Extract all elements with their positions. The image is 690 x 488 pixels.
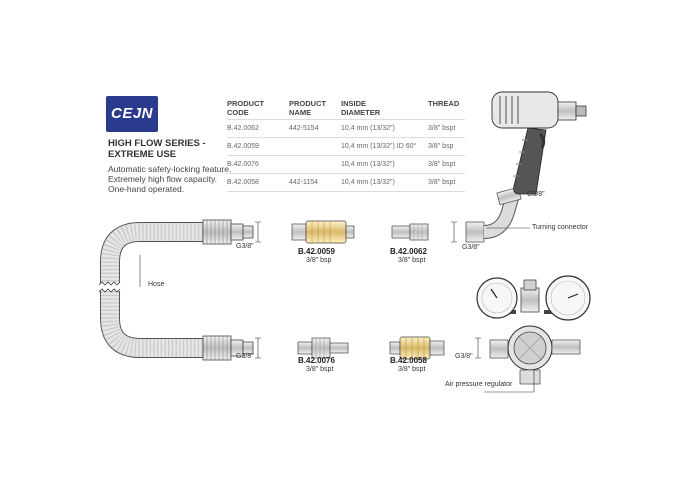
header-line: THREAD (428, 99, 460, 108)
series-title-line1: HIGH FLOW SERIES - (108, 138, 206, 149)
table-cell: 10,4 mm (13/32") (341, 161, 395, 168)
coupler-b420058 (389, 336, 445, 360)
table-cell: 442-5154 (289, 125, 319, 132)
coupler-b420059 (291, 220, 355, 244)
header-line: PRODUCT (227, 99, 265, 108)
table-cell: 442-1154 (289, 179, 319, 186)
hose (96, 222, 225, 358)
header-line: CODE (227, 108, 249, 117)
table-cell: 10,4 mm (13/32") ID 60° (341, 143, 417, 150)
g38-label: G3/8" (455, 353, 473, 360)
leader-lines (139, 227, 535, 393)
nipple-b420076 (297, 337, 349, 359)
table-cell: 3/8" bspt (428, 125, 456, 132)
table-cell: 10,4 mm (13/32") (341, 179, 395, 186)
series-title-line2: EXTREME USE (108, 149, 177, 160)
feature-list: Automatic safety-locking feature. Extrem… (108, 164, 238, 194)
feature-item: Extremely high flow capacity. (108, 174, 217, 184)
header-line: INSIDE (341, 99, 367, 108)
col-header-name: PRODUCT NAME (289, 99, 326, 117)
header-line: PRODUCT (289, 99, 327, 108)
table-cell: 3/8" bsp (428, 143, 454, 150)
table-divider (227, 191, 465, 192)
nipple-b420062 (391, 223, 429, 241)
cejn-logo: CEJN (106, 96, 158, 132)
hose-fitting-top (202, 219, 254, 245)
table-cell: 3/8" bspt (428, 179, 456, 186)
regulator-label: Air pressure regulator (445, 381, 513, 388)
part-thread: 3/8" bspt (398, 257, 426, 264)
g38-label: G3/8" (236, 243, 254, 250)
table-divider (227, 155, 465, 156)
table-cell: B.42.0058 (227, 179, 259, 186)
feature-item: Automatic safety-locking feature. (108, 164, 232, 174)
table-cell: B.42.0076 (227, 161, 259, 168)
hose-label: Hose (148, 281, 165, 288)
table-divider (227, 173, 465, 174)
table-cell: B.42.0059 (227, 143, 259, 150)
series-title: HIGH FLOW SERIES - EXTREME USE (108, 138, 228, 160)
air-pressure-regulator (476, 275, 591, 385)
part-code: B.42.0076 (298, 356, 335, 365)
feature-item: One-hand operated. (108, 184, 185, 194)
header-line: NAME (289, 108, 312, 117)
g38-label: G3/8" (462, 244, 480, 251)
turning-connector (465, 186, 522, 243)
part-thread: 3/8" bspt (306, 366, 334, 373)
hose-fitting-bottom (202, 335, 254, 361)
part-code: B.42.0059 (298, 247, 335, 256)
col-header-code: PRODUCT CODE (227, 99, 264, 117)
table-cell: B.42.0062 (227, 125, 259, 132)
part-thread: 3/8" bsp (306, 257, 332, 264)
table-divider (227, 119, 465, 120)
part-code: B.42.0058 (390, 356, 427, 365)
logo-text: CEJN (110, 105, 153, 122)
table-divider (227, 137, 465, 138)
turning-connector-label: Turning connector (532, 224, 589, 231)
part-thread: 3/8" bspt (398, 366, 426, 373)
dimension-marks (255, 221, 481, 359)
g38-label: G3/8" (236, 353, 254, 360)
g38-label-tool: G3/8" (527, 191, 545, 198)
part-code: B.42.0062 (390, 247, 427, 256)
impact-wrench (491, 91, 587, 195)
col-header-diameter: INSIDE DIAMETER (341, 99, 380, 117)
table-cell: 10,4 mm (13/32") (341, 125, 395, 132)
table-cell: 3/8" bspt (428, 161, 456, 168)
header-line: DIAMETER (341, 108, 381, 117)
col-header-thread: THREAD (428, 99, 459, 108)
